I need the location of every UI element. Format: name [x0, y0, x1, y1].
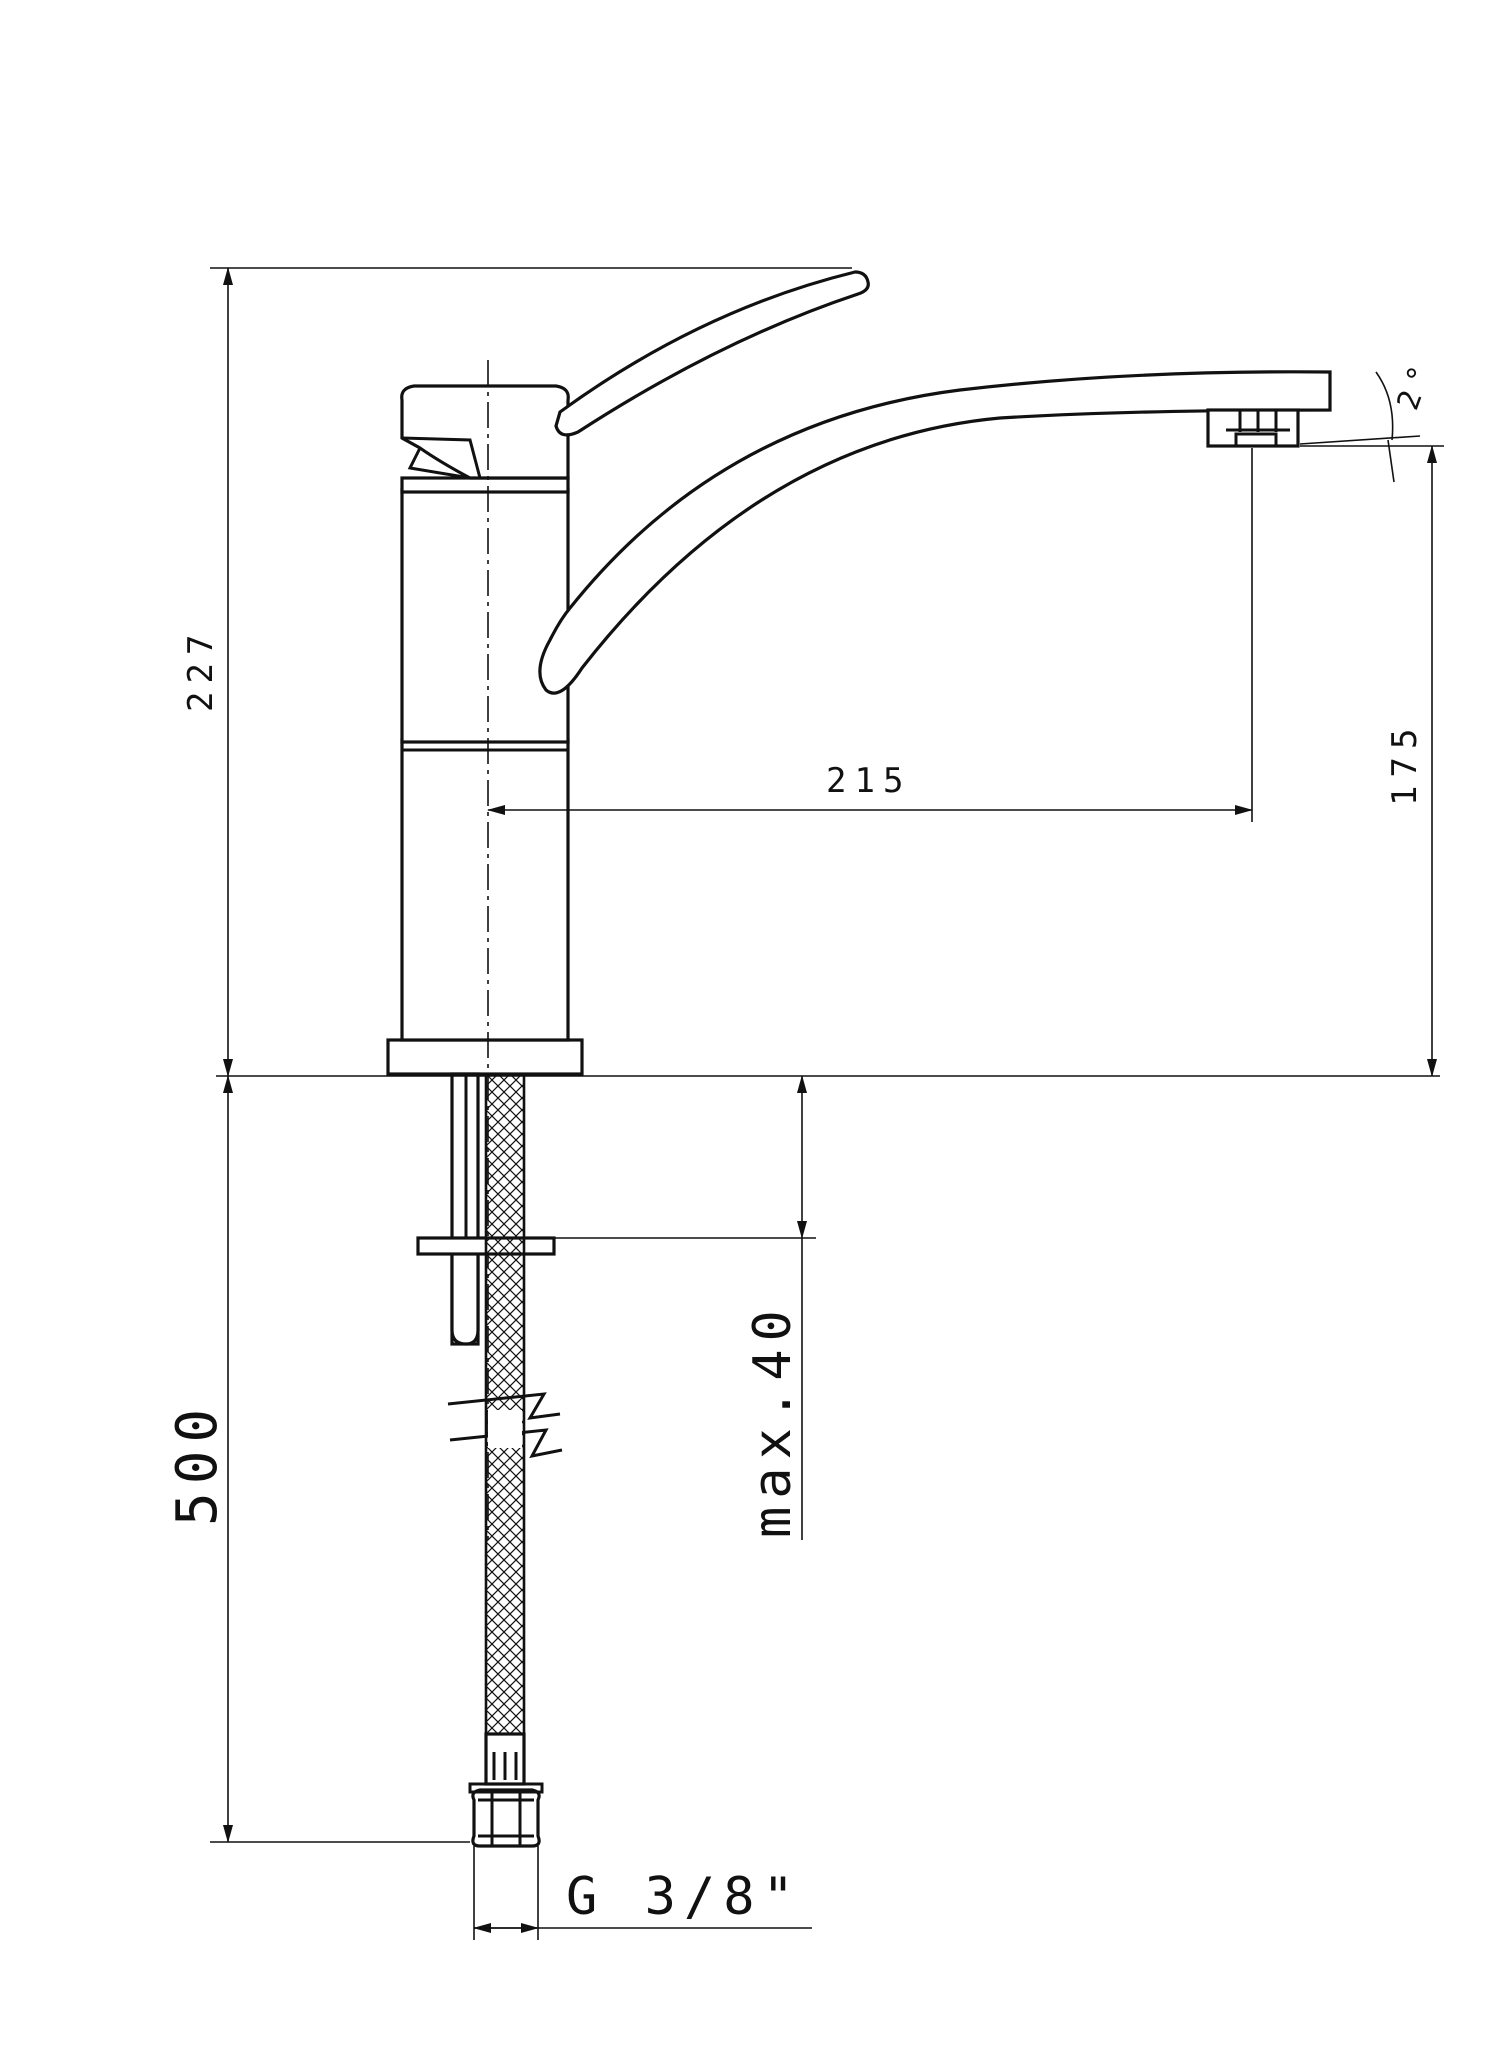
- label-connection-thread: G 3/8": [566, 1867, 802, 1927]
- label-hose-length: 500: [165, 1401, 230, 1526]
- connection-nut: [471, 1788, 541, 1848]
- lower-body: [400, 738, 570, 1042]
- label-spout-height: 175: [1385, 721, 1425, 806]
- braided-hose: [484, 1072, 526, 1736]
- angle-arc: [1375, 371, 1394, 441]
- aerator: [1206, 408, 1300, 448]
- collar-ring: [400, 476, 570, 494]
- label-total-height: 227: [181, 627, 221, 712]
- label-max-thickness: max.40: [743, 1302, 803, 1538]
- faucet-body: [386, 384, 584, 1076]
- lever-handle: [554, 270, 870, 437]
- cartridge-head: [400, 384, 570, 480]
- base-flange: [386, 1038, 584, 1076]
- upper-body: [400, 488, 570, 744]
- hose-break-mark: [447, 1392, 561, 1420]
- spout: [538, 370, 1332, 695]
- label-spout-reach: 215: [826, 761, 911, 801]
- label-spout-tilt: 2°: [1391, 354, 1442, 415]
